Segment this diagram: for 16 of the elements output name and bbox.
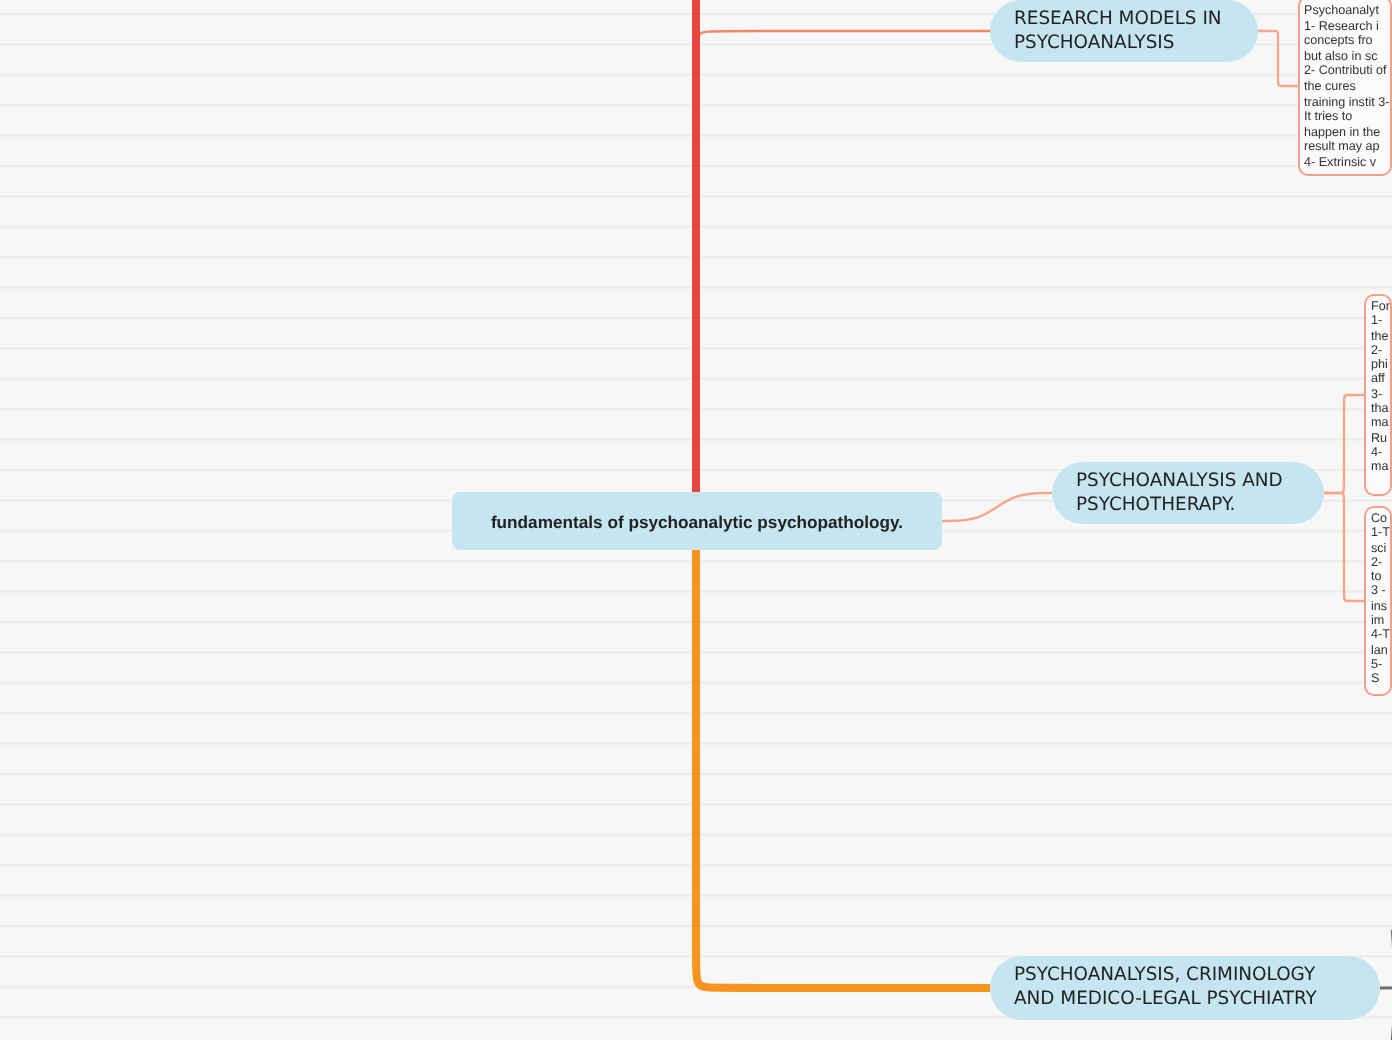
connector-line bbox=[692, 550, 990, 992]
topic-label: PSYCHOANALYSIS, CRIMINOLOGY AND MEDICO-LEGAL PSYCHIATRY bbox=[1014, 964, 1319, 1012]
topic-label: RESEARCH MODELS IN PSYCHOANALYSIS bbox=[1014, 7, 1224, 55]
topic-bubble bbox=[990, 0, 1258, 62]
connector-line bbox=[692, 0, 700, 492]
topic-bubble bbox=[1052, 462, 1324, 524]
topic-label: PSYCHOANALYSIS AND PSYCHOTHERAPY. bbox=[1076, 469, 1285, 517]
connector-line bbox=[942, 491, 1052, 523]
topic-label: fundamentals of psychoanalytic psychopathology. bbox=[490, 511, 904, 531]
connector-line bbox=[1380, 986, 1392, 1040]
note-card bbox=[1364, 506, 1392, 696]
central-topic bbox=[452, 492, 942, 550]
topic-bubble bbox=[990, 956, 1380, 1020]
note-card bbox=[1364, 294, 1392, 496]
connector-line bbox=[1258, 29, 1298, 88]
connector-line bbox=[1324, 491, 1364, 603]
